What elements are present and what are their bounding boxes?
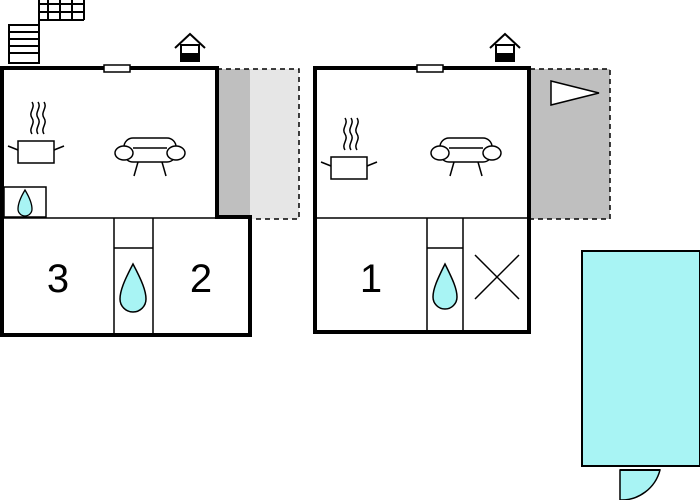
water-drop-icon <box>432 262 458 310</box>
storage-cross <box>474 254 520 300</box>
entrance-icon <box>489 32 521 62</box>
pool <box>581 250 700 500</box>
window-b <box>416 64 444 73</box>
unit-b: 1 <box>313 32 611 334</box>
bedroom-1-label: 1 <box>360 257 382 301</box>
stairs-icon <box>8 0 85 64</box>
terrace-flag-icon <box>550 80 600 106</box>
entrance-icon <box>174 32 206 62</box>
sofa-icon <box>430 137 502 177</box>
bedroom-2-label: 2 <box>190 257 212 301</box>
kitchen-pot-icon <box>7 101 65 164</box>
terrace-b-outline <box>530 68 611 220</box>
sofa-icon <box>114 137 186 177</box>
terrace-a-open <box>250 69 299 219</box>
water-drop-icon <box>119 262 147 313</box>
pool-door-icon <box>619 469 661 500</box>
window-a <box>103 64 131 73</box>
unit-a: 3 2 <box>0 32 300 337</box>
terrace-a-covered <box>217 69 250 219</box>
water-drop-icon <box>17 188 33 217</box>
pool-basin <box>581 250 700 467</box>
unit-b-walls <box>313 66 531 334</box>
unit-a-walls <box>0 66 252 337</box>
terrace-a-outline <box>217 68 300 220</box>
bedroom-3-label: 3 <box>47 257 69 301</box>
kitchen-pot-icon <box>320 117 378 180</box>
